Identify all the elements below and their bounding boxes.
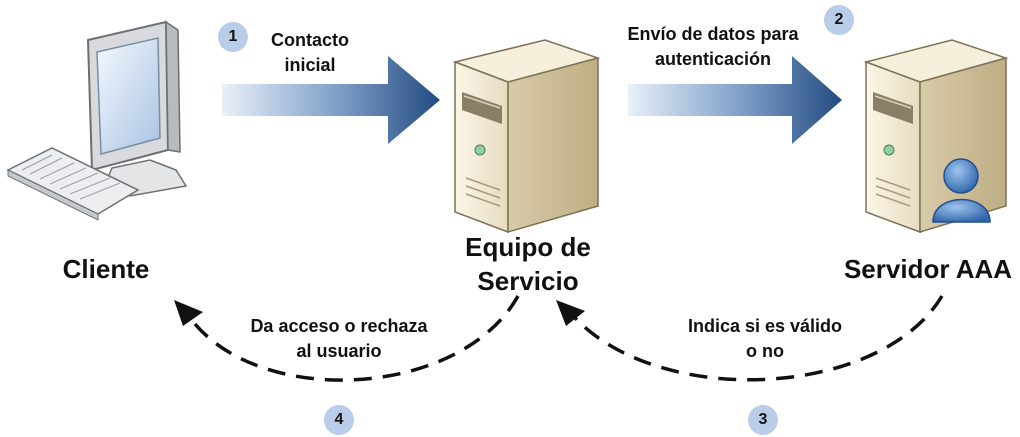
return-arrow-4-head — [174, 300, 203, 326]
return-arrow-3-head — [556, 300, 585, 326]
step-1-label: Contacto inicial — [258, 28, 362, 78]
flow-arrow-2 — [628, 56, 842, 144]
step-2-line-1: Envío de datos para — [627, 24, 799, 44]
step-1-line-2: inicial — [284, 55, 336, 75]
step-badge-2: 2 — [824, 5, 854, 35]
return-arrow-3 — [566, 295, 944, 382]
user-icon — [932, 158, 991, 223]
step-3-line-1: Indica si es válido — [687, 316, 843, 336]
step-1-line-1: Contacto — [271, 30, 349, 50]
service-label-line-2: Servicio — [477, 266, 579, 296]
step-badge-1: 1 — [218, 22, 248, 52]
step-2-label: Envío de datos para autenticación — [606, 22, 820, 72]
service-label: Equipo de Servicio — [440, 230, 616, 298]
client-computer-icon — [6, 20, 188, 221]
step-badge-4: 4 — [324, 405, 354, 435]
step-4-label: Da acceso o rechaza al usuario — [232, 314, 446, 364]
client-label: Cliente — [62, 254, 150, 284]
aaa-server-label: Servidor AAA — [843, 254, 1013, 284]
step-4-line-1: Da acceso o rechaza — [250, 316, 428, 336]
return-arrow-4 — [184, 295, 520, 382]
flow-arrow-1 — [222, 56, 440, 144]
service-label-line-1: Equipo de — [465, 232, 591, 262]
step-badge-3: 3 — [748, 405, 778, 435]
aaa-server-icon — [863, 39, 1009, 234]
service-server-icon — [452, 39, 601, 234]
step-3-line-2: o no — [746, 341, 784, 361]
step-2-line-2: autenticación — [654, 49, 772, 69]
step-4-line-2: al usuario — [296, 341, 382, 361]
step-3-label: Indica si es válido o no — [668, 314, 862, 364]
